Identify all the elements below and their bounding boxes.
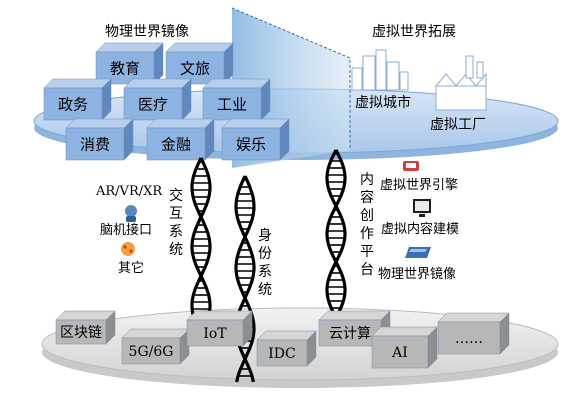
system-connectors xyxy=(190,149,347,383)
right-title: 虚拟世界拓展 xyxy=(372,24,456,40)
industry-block-entertainment: 娱乐 xyxy=(221,118,290,161)
infra-block-idc: IDC xyxy=(256,330,317,367)
infra-block-more-label: …… xyxy=(455,331,483,347)
infrastructure-blocks: 区块链 5G/6G IoT IDC 云计算 AI …… xyxy=(55,310,510,369)
virtual-city-icon xyxy=(351,49,409,91)
industry-block-finance-label: 金融 xyxy=(161,135,191,153)
content-helix xyxy=(325,149,347,319)
industry-block-government-label: 政务 xyxy=(58,95,88,113)
industry-block-industry: 工业 xyxy=(202,78,271,121)
infra-block-idc-label: IDC xyxy=(268,346,295,362)
infra-block-more: …… xyxy=(437,312,510,355)
infra-block-ai-label: AI xyxy=(391,345,408,361)
identity-system-label: 身份系统 xyxy=(258,228,272,298)
device-brain-interface: 脑机接口 xyxy=(100,222,152,238)
content-item-modeling: 虚拟内容建模 xyxy=(381,221,459,237)
interaction-helix xyxy=(190,157,212,329)
engine-icon xyxy=(403,161,419,171)
industry-block-finance: 金融 xyxy=(146,118,215,161)
infra-block-blockchain-label: 区块链 xyxy=(60,325,102,341)
virtual-city-label: 虚拟城市 xyxy=(355,94,411,111)
infra-block-blockchain: 区块链 xyxy=(55,310,116,345)
infra-block-5g-6g-label: 5G/6G xyxy=(129,344,174,360)
content-platform-label: 内容创作平台 xyxy=(360,172,374,278)
interaction-system-label-text: 交互系统 xyxy=(169,187,183,258)
infra-block-5g-6g: 5G/6G xyxy=(121,328,190,365)
virtual-factory-icon xyxy=(434,55,487,111)
brain-interface-icon xyxy=(125,205,137,222)
industry-block-industry-label: 工业 xyxy=(217,95,247,113)
industry-block-education: 教育 xyxy=(95,42,164,85)
virtual-factory-label: 虚拟工厂 xyxy=(430,117,486,133)
industry-block-education-label: 教育 xyxy=(110,59,140,77)
interaction-system-label: 交互系统 xyxy=(169,187,183,258)
industry-block-government: 政务 xyxy=(43,78,112,121)
identity-helix xyxy=(234,175,256,383)
industry-block-culture-tourism: 文旅 xyxy=(165,42,234,85)
industry-block-entertainment-label: 娱乐 xyxy=(236,135,266,153)
infra-block-iot: IoT xyxy=(186,310,253,347)
infra-block-cloud: 云计算 xyxy=(318,310,391,347)
content-platform-label-text: 内容创作平台 xyxy=(360,172,374,278)
modeling-icon xyxy=(413,199,431,217)
industry-block-medical-label: 医疗 xyxy=(138,95,168,113)
device-ar-vr-xr: AR/VR/XR xyxy=(95,184,163,199)
content-item-engine: 虚拟世界引擎 xyxy=(380,178,458,193)
identity-system-label-text: 身份系统 xyxy=(258,228,272,298)
infra-block-iot-label: IoT xyxy=(203,326,227,342)
industry-block-consumption: 消费 xyxy=(65,118,134,161)
other-device-icon xyxy=(121,242,135,256)
left-title: 物理世界镜像 xyxy=(105,24,189,40)
infra-block-ai: AI xyxy=(371,326,438,369)
industry-block-consumption-label: 消费 xyxy=(80,135,110,153)
industry-block-culture-tourism-label: 文旅 xyxy=(180,59,210,77)
content-item-mirror: 物理世界镜像 xyxy=(378,267,456,282)
mirror-icon xyxy=(405,247,431,258)
device-other: 其它 xyxy=(118,260,144,276)
infra-block-cloud-label: 云计算 xyxy=(329,326,371,342)
industry-block-medical: 医疗 xyxy=(123,78,192,121)
